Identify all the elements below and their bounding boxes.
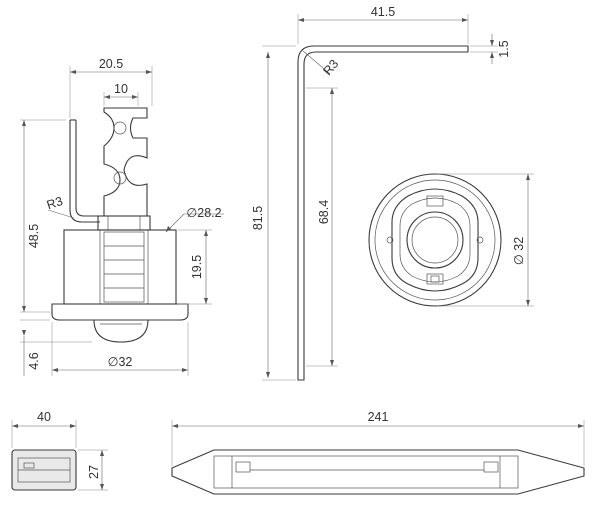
dim-flange-diameter: ∅32 — [108, 355, 133, 369]
bracket-profile — [297, 45, 469, 381]
driver-side-view: 241 — [171, 410, 585, 495]
cup-body — [63, 229, 177, 305]
dim-top-length: 41.5 — [371, 5, 395, 19]
driver-end-view: 40 27 — [11, 410, 108, 491]
bracket-view: 41.5 1.5 R3 81.5 68.4 — [251, 5, 511, 381]
rotating-frame — [391, 188, 479, 292]
cup-diameter: ∅28.2 — [186, 206, 221, 220]
front-view: 20.5 10 48.5 R3 ∅28.2 19.5 — [20, 57, 224, 376]
bracket-tab — [69, 120, 100, 223]
neck — [97, 215, 151, 231]
lens — [93, 319, 149, 343]
dim-slot-width: 10 — [114, 82, 128, 96]
bottom-view: ∅ 32 — [368, 173, 534, 307]
outer-ring — [368, 173, 502, 307]
dim-thickness: 1.5 — [497, 40, 511, 57]
dim-bottom-diameter: ∅ 32 — [512, 237, 526, 265]
driver-housing — [171, 449, 585, 495]
bracket-bend-radius: R3 — [320, 57, 341, 78]
dim-cup-height: 19.5 — [190, 255, 204, 279]
slotted-hanger — [103, 107, 148, 217]
dim-driver-height: 27 — [87, 465, 101, 479]
dim-driver-length: 241 — [368, 410, 389, 424]
driver-main-body — [213, 455, 519, 489]
front-bend-radius: R3 — [45, 194, 65, 212]
flange — [51, 303, 189, 321]
dim-inner-height: 68.4 — [317, 200, 331, 224]
dim-bracket-height: 81.5 — [251, 206, 265, 230]
lens-circle — [406, 211, 464, 269]
dim-driver-width: 40 — [37, 410, 51, 424]
dim-width-top: 20.5 — [99, 57, 123, 71]
dim-total-height: 48.5 — [27, 224, 41, 248]
dim-lens-depth: 4.6 — [27, 352, 41, 369]
